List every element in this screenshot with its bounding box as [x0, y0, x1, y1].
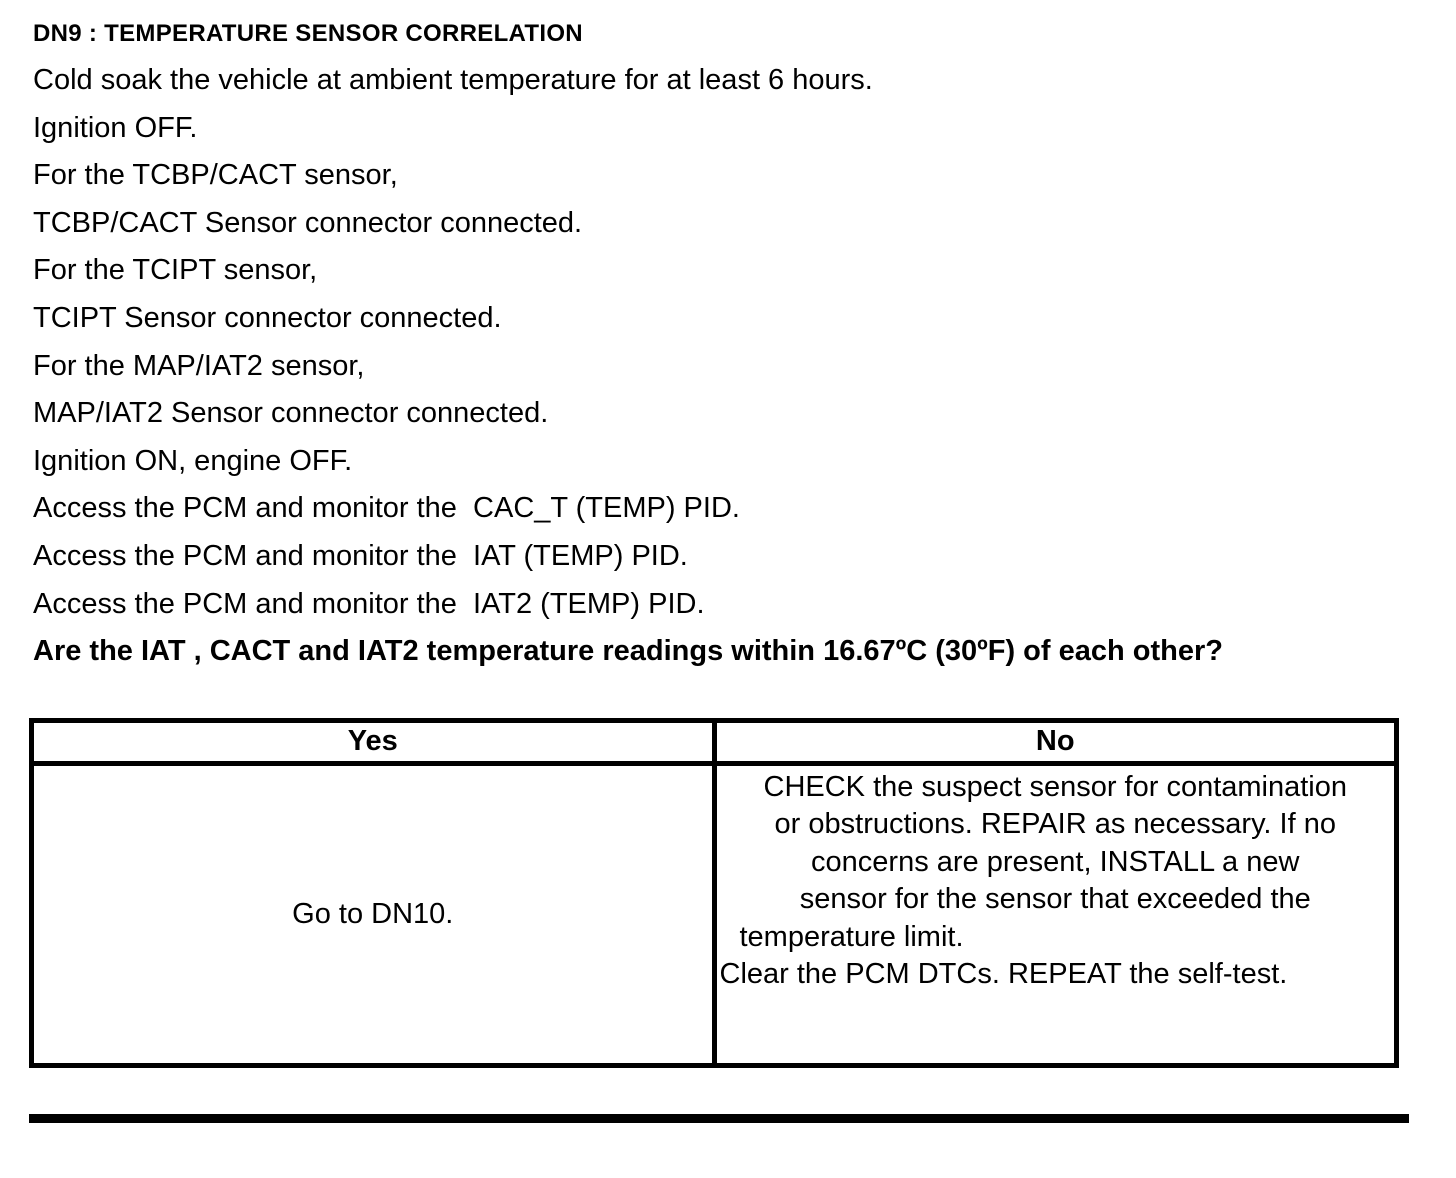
decision-table-body-row: Go to DN10. CHECK the suspect sensor for…	[29, 760, 1399, 1068]
yes-column-header: Yes	[29, 717, 717, 766]
instruction-line: Access the PCM and monitor the IAT (TEMP…	[33, 539, 688, 572]
procedure-title: DN9 : TEMPERATURE SENSOR CORRELATION	[33, 20, 583, 47]
decision-table: Yes No Go to DN10. CHECK the suspect sen…	[29, 717, 1399, 1068]
page-divider	[29, 1113, 1409, 1123]
instruction-line: MAP/IAT2 Sensor connector connected.	[33, 397, 549, 430]
no-action-line: or obstructions. REPAIR as necessary. If…	[774, 808, 1336, 841]
instruction-line: Ignition ON, engine OFF.	[33, 444, 353, 477]
no-action-line: Clear the PCM DTCs. REPEAT the self-test…	[719, 958, 1288, 991]
yes-action-cell: Go to DN10.	[29, 760, 717, 1068]
instruction-line: Access the PCM and monitor the CAC_T (TE…	[33, 492, 740, 525]
no-action-line: CHECK the suspect sensor for contaminati…	[763, 770, 1348, 803]
instruction-line: For the TCIPT sensor,	[33, 254, 318, 287]
no-action-line: sensor for the sensor that exceeded the	[799, 883, 1311, 916]
no-action-line: concerns are present, INSTALL a new	[811, 845, 1300, 878]
instruction-line: TCBP/CACT Sensor connector connected.	[33, 206, 583, 239]
no-action-cell: CHECK the suspect sensor for contaminati…	[711, 760, 1399, 1068]
decision-question: Are the IAT , CACT and IAT2 temperature …	[33, 635, 1223, 668]
instruction-line: Ignition OFF.	[33, 111, 198, 144]
no-action-line: temperature limit.	[739, 920, 964, 953]
instruction-line: Access the PCM and monitor the IAT2 (TEM…	[33, 587, 705, 620]
no-column-header: No	[711, 717, 1399, 766]
instruction-list: Cold soak the vehicle at ambient tempera…	[29, 57, 1432, 628]
instruction-line: For the MAP/IAT2 sensor,	[33, 349, 365, 382]
instruction-line: For the TCBP/CACT sensor,	[33, 159, 398, 192]
decision-table-header-row: Yes No	[29, 717, 1399, 766]
yes-action-text: Go to DN10.	[292, 897, 454, 930]
instruction-line: TCIPT Sensor connector connected.	[33, 301, 502, 334]
instruction-line: Cold soak the vehicle at ambient tempera…	[33, 64, 873, 96]
